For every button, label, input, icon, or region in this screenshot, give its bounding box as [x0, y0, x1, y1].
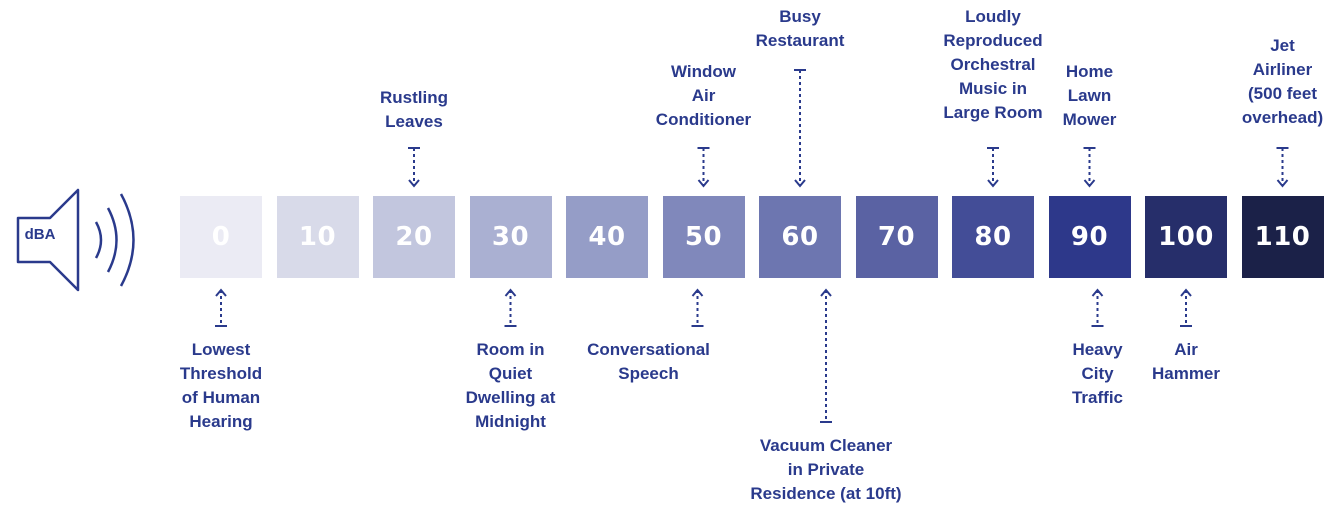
annotation-line: Air	[691, 86, 716, 105]
level-box-100: 100	[1145, 196, 1227, 278]
annotation-line: Vacuum Cleaner	[759, 436, 893, 455]
level-box-10: 10	[276, 196, 359, 278]
connector-below-0	[215, 288, 227, 327]
annotation-line: Airliner	[1252, 60, 1313, 79]
annotation-line: (500 feet	[1248, 84, 1317, 103]
annotation-line: Rustling	[380, 88, 448, 107]
level-box-40: 40	[566, 196, 648, 278]
annotation-line: of Human	[181, 388, 261, 407]
annotation-line: Lowest	[191, 340, 251, 359]
annotation-line: Dwelling at	[465, 388, 556, 407]
connector-above-5	[1276, 147, 1289, 188]
connector-below-4	[1091, 288, 1104, 327]
level-box-30: 30	[469, 196, 552, 278]
level-box-60: 60	[759, 196, 841, 278]
connector-below-5	[1180, 288, 1192, 327]
annotation-line: Heavy	[1072, 340, 1123, 359]
annotation-line: Hearing	[189, 412, 253, 431]
unit-label: dBA	[24, 226, 56, 243]
annotation-line: Midnight	[475, 412, 546, 431]
annotation-line: in Private	[787, 460, 865, 479]
connector-above-2	[794, 69, 806, 188]
annotation-line: Room in	[476, 340, 545, 359]
speaker-icon	[16, 188, 135, 292]
annotation-line: Residence (at 10ft)	[750, 484, 902, 503]
annotation-line: Jet	[1270, 36, 1295, 55]
level-box-90: 90	[1048, 196, 1131, 278]
annotation-line: Home	[1065, 62, 1114, 81]
connector-above-0	[408, 147, 420, 188]
connector-below-3	[820, 288, 832, 423]
annotation-line: Conditioner	[655, 110, 752, 129]
annotation-line: Window	[671, 62, 736, 81]
annotation-line: Restaurant	[755, 31, 845, 50]
annotation-line: Leaves	[385, 112, 443, 131]
connector-below-2	[691, 288, 704, 327]
level-box-0: 0	[180, 196, 262, 278]
annotation-line: Lawn	[1067, 86, 1112, 105]
connector-above-1	[697, 147, 710, 188]
annotation-line: Air	[1174, 340, 1198, 359]
annotation-line: Speech	[618, 364, 679, 383]
annotation-line: Busy	[779, 7, 821, 26]
annotation-line: Threshold	[179, 364, 263, 383]
annotation-line: Loudly	[965, 7, 1021, 26]
level-box-80: 80	[952, 196, 1034, 278]
connector-above-4	[1083, 147, 1096, 188]
level-box-20: 20	[373, 196, 455, 278]
annotation-line: Conversational	[587, 340, 710, 359]
annotation-line: Mower	[1062, 110, 1117, 129]
annotation-line: Traffic	[1071, 388, 1124, 407]
level-box-50: 50	[662, 196, 745, 278]
annotation-line: Orchestral	[950, 55, 1036, 74]
connector-above-3	[987, 147, 999, 188]
annotation-line: Music in	[958, 79, 1027, 98]
annotation-line: Large Room	[943, 103, 1043, 122]
annotation-line: Hammer	[1151, 364, 1221, 383]
annotation-line: Quiet	[488, 364, 533, 383]
annotation-line: City	[1081, 364, 1114, 383]
connector-below-1	[504, 288, 517, 327]
level-box-110: 110	[1241, 196, 1324, 278]
annotation-line: Reproduced	[943, 31, 1043, 50]
level-box-70: 70	[855, 196, 938, 278]
annotation-line: overhead)	[1241, 108, 1324, 127]
